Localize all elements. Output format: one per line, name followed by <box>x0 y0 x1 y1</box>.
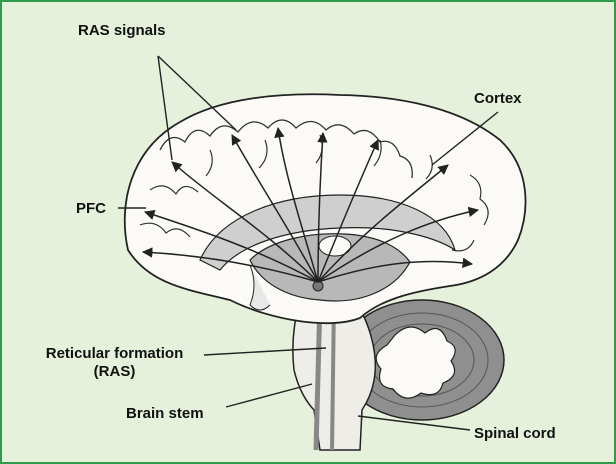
ras-signals-label: RAS signals <box>78 22 166 40</box>
cortex-label: Cortex <box>474 90 522 108</box>
reticular-formation-label: Reticular formation (RAS) <box>22 345 207 381</box>
reticular-formation-line1: Reticular formation <box>22 345 207 363</box>
reticular-formation-line2: (RAS) <box>22 363 207 381</box>
pfc-label: PFC <box>76 200 106 218</box>
spinal-cord-label: Spinal cord <box>474 425 556 443</box>
brain-stem-label: Brain stem <box>126 405 204 423</box>
brain-stem-leader <box>226 384 312 407</box>
